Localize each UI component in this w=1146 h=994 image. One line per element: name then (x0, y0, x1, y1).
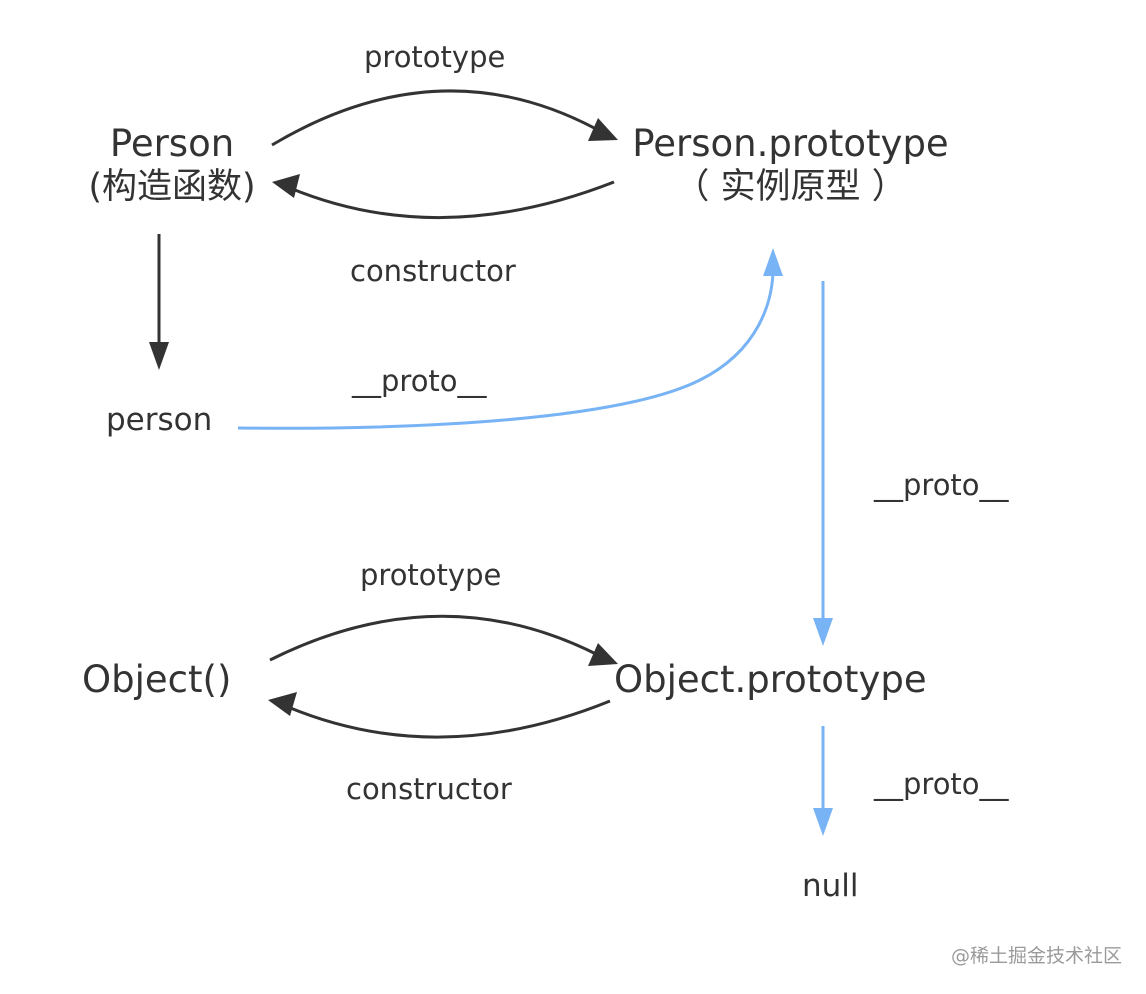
person-constructor-sub: (构造函数) (88, 167, 256, 208)
object-prototype-edge-label: prototype (360, 558, 502, 592)
person-proto-edge-label: __proto__ (352, 364, 487, 398)
person-to-instance-arrow (149, 234, 169, 370)
person-constructor-label: Person (109, 122, 235, 165)
personproto-to-objectproto-arrow (813, 281, 833, 646)
null-node: null (802, 868, 859, 904)
watermark: @稀土掘金技术社区 (950, 945, 1122, 967)
personproto-proto-edge-label: __proto__ (874, 468, 1009, 502)
objectproto-to-object-constructor-arrow (268, 692, 611, 739)
person-instance-node: person (106, 402, 213, 438)
person-prototype-node: Person.prototype （ 实例原型 ） (618, 122, 963, 208)
prototype-to-person-constructor-arrow (272, 174, 615, 220)
person-prototype-sub: （ 实例原型 ） (674, 167, 907, 208)
object-constructor-node: Object() (82, 658, 232, 701)
person-to-prototype-arrow (271, 89, 618, 147)
objectproto-to-null-arrow (813, 726, 833, 836)
person-constructor-edge-label: constructor (350, 254, 516, 288)
objectproto-proto-edge-label: __proto__ (874, 767, 1009, 801)
object-constructor-edge-label: constructor (346, 772, 512, 806)
object-prototype-node: Object.prototype (614, 658, 927, 701)
person-prototype-label: Person.prototype (632, 122, 949, 165)
instance-proto-arrow (237, 248, 783, 430)
person-prototype-edge-label: prototype (364, 40, 506, 74)
person-constructor-node: Person (构造函数) (72, 122, 272, 208)
object-to-prototype-arrow (269, 614, 618, 666)
